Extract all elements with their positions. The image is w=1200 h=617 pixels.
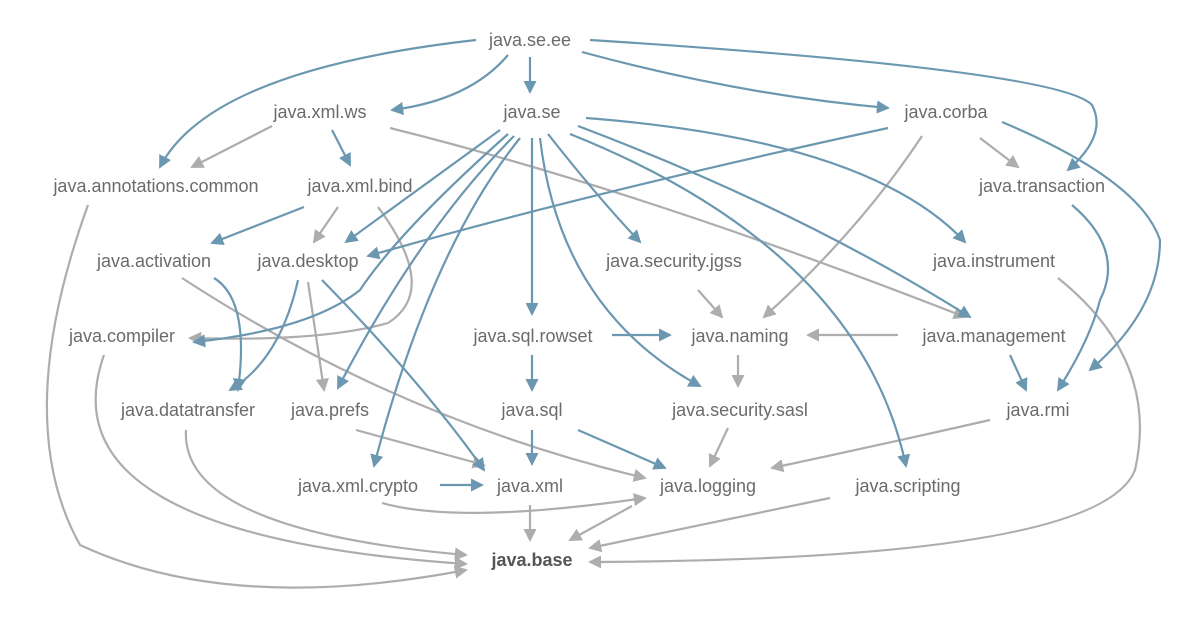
node-java-management: java.management — [921, 326, 1065, 346]
edge-se-to-jgss — [547, 133, 642, 244]
edge-xml-ws-to-xml-bind — [331, 129, 351, 167]
gray-edges — [45, 125, 1142, 589]
edge-management-to-rmi — [1008, 354, 1028, 392]
edge-sasl-to-logging — [708, 427, 729, 468]
node-java-sql-rowset: java.sql.rowset — [472, 326, 592, 346]
edge-se-ee-to-annotations — [159, 38, 477, 169]
edge-corba-to-desktop — [366, 126, 889, 260]
edge-desktop-to-xml — [321, 279, 486, 472]
node-java-base: java.base — [490, 550, 572, 570]
edge-se-to-desktop — [344, 129, 501, 244]
edge-xml-bind-to-activation — [210, 205, 305, 246]
edge-se-to-instrument — [585, 116, 967, 244]
edge-desktop-to-datatransfer — [228, 279, 300, 392]
edge-xml-bind-to-compiler — [188, 206, 413, 345]
edge-corba-to-naming — [762, 135, 923, 319]
edge-corba-to-transaction — [979, 137, 1020, 169]
node-java-corba: java.corba — [903, 102, 988, 122]
edge-xml-ws-to-management — [389, 126, 967, 320]
node-java-scripting: java.scripting — [854, 476, 960, 496]
edge-sql-to-logging — [577, 428, 667, 470]
edge-compiler-to-base — [94, 354, 468, 570]
node-java-se-ee: java.se.ee — [488, 30, 571, 50]
node-java-prefs: java.prefs — [290, 400, 369, 420]
edge-se-to-sasl — [538, 137, 702, 387]
edge-scripting-to-base — [588, 496, 831, 553]
node-java-datatransfer: java.datatransfer — [120, 400, 255, 420]
edge-instrument-to-base — [588, 277, 1142, 569]
edge-se-to-scripting — [569, 132, 911, 468]
node-java-xml-crypto: java.xml.crypto — [297, 476, 418, 496]
node-java-annotations-common: java.annotations.common — [52, 176, 258, 196]
edge-annotations-to-base — [45, 204, 468, 589]
edge-xml-bind-to-desktop — [312, 206, 339, 244]
edge-jgss-to-naming — [697, 289, 724, 319]
node-java-se: java.se — [502, 102, 560, 122]
edge-se-ee-to-xml-ws — [390, 54, 509, 116]
blue-edges — [159, 38, 1162, 492]
node-java-logging: java.logging — [659, 476, 756, 496]
edge-corba-to-rmi — [1001, 120, 1162, 372]
node-java-naming: java.naming — [690, 326, 788, 346]
edge-activation-to-datatransfer — [213, 277, 247, 392]
edge-se-to-compiler — [192, 133, 509, 348]
edge-se-to-prefs — [337, 135, 515, 390]
edge-logging-to-base — [568, 505, 633, 541]
edge-activation-to-logging — [181, 277, 647, 482]
edge-prefs-to-xml — [355, 428, 486, 469]
edge-datatransfer-to-base — [184, 429, 468, 561]
node-java-xml: java.xml — [496, 476, 563, 496]
edge-se-ee-to-corba — [581, 50, 890, 114]
edge-desktop-to-prefs — [306, 281, 329, 392]
node-java-xml-ws: java.xml.ws — [272, 102, 366, 122]
node-java-compiler: java.compiler — [68, 326, 175, 346]
node-java-desktop: java.desktop — [256, 251, 358, 271]
node-java-sql: java.sql — [500, 400, 562, 420]
edge-se-to-xml-crypto — [370, 137, 521, 468]
node-java-security-sasl: java.security.sasl — [671, 400, 808, 420]
node-java-instrument: java.instrument — [932, 251, 1055, 271]
node-java-rmi: java.rmi — [1005, 400, 1069, 420]
edge-transaction-to-rmi — [1056, 204, 1109, 392]
node-java-xml-bind: java.xml.bind — [306, 176, 412, 196]
node-java-transaction: java.transaction — [978, 176, 1105, 196]
edge-xml-crypto-to-logging — [381, 493, 647, 514]
node-java-security-jgss: java.security.jgss — [605, 251, 742, 271]
edge-rmi-to-logging — [770, 418, 991, 473]
edge-se-ee-to-transaction — [589, 38, 1098, 172]
node-java-activation: java.activation — [96, 251, 211, 271]
node-labels: java.se.ee java.xml.ws java.se java.corb… — [52, 30, 1105, 570]
edge-xml-ws-to-annotations — [190, 125, 273, 168]
edge-se-to-management — [577, 124, 972, 319]
